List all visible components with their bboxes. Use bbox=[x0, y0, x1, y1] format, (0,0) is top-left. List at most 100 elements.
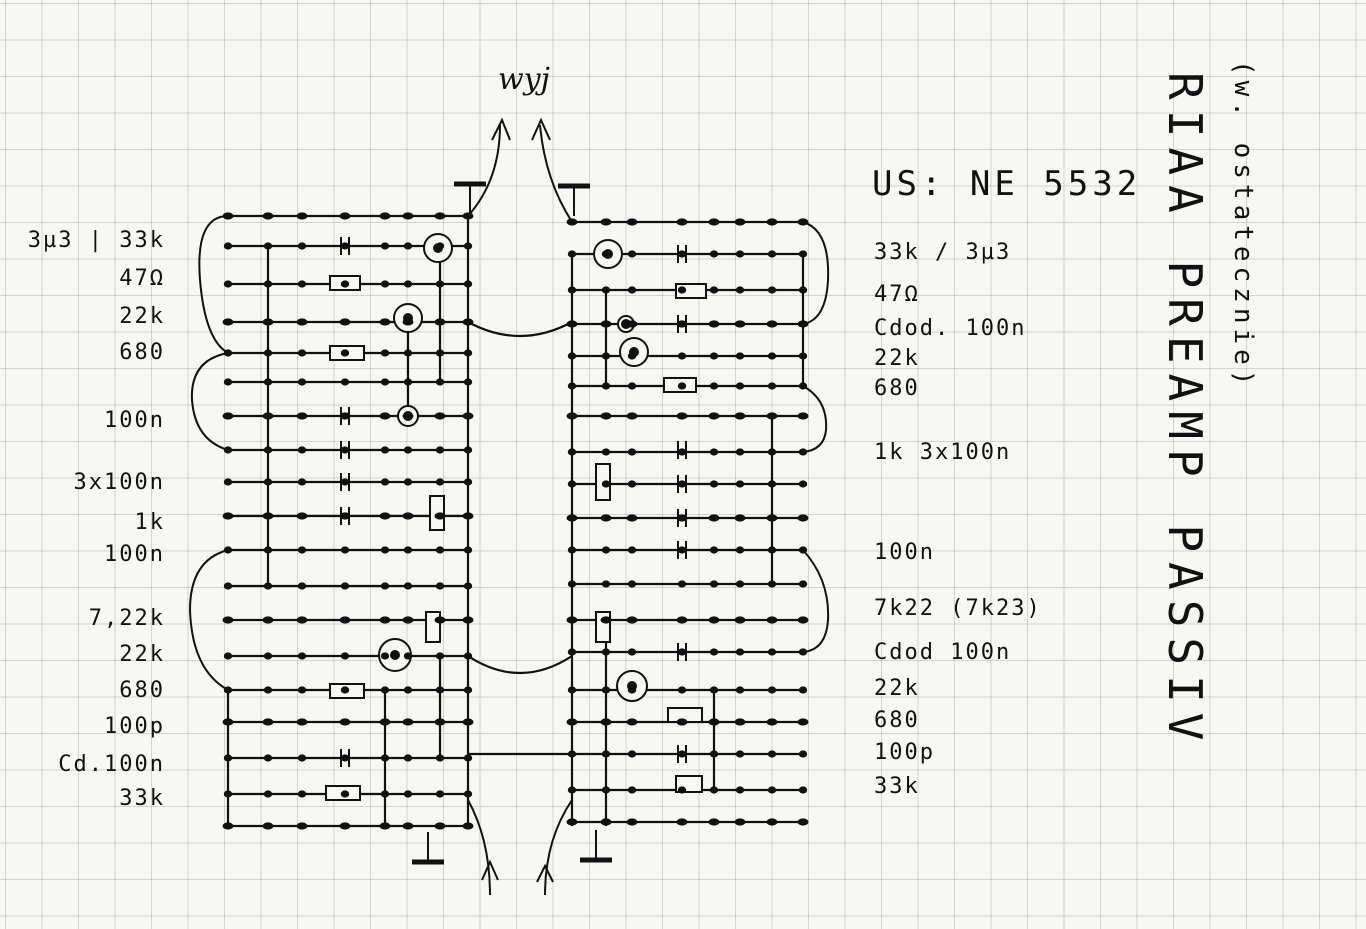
right-solder-point bbox=[767, 580, 777, 588]
right-solder-point bbox=[601, 250, 611, 258]
right-solder-point bbox=[735, 382, 745, 390]
left-solder-point bbox=[462, 616, 474, 624]
output-arrow-left bbox=[491, 117, 511, 141]
right-solder-point bbox=[601, 686, 611, 694]
right-solder-point bbox=[709, 750, 719, 758]
right-solder-point bbox=[767, 286, 777, 294]
right-solder-point bbox=[677, 546, 687, 554]
left-solder-point bbox=[263, 478, 273, 486]
right-solder-point bbox=[601, 750, 611, 758]
left-solder-point bbox=[403, 349, 413, 357]
right-solder-point bbox=[627, 448, 637, 456]
right-solder-point bbox=[709, 786, 719, 794]
left-solder-point bbox=[223, 790, 233, 798]
left-solder-point bbox=[297, 280, 307, 288]
left-solder-point bbox=[263, 582, 273, 590]
right-solder-point bbox=[767, 786, 777, 794]
right-solder-point bbox=[601, 352, 611, 360]
right-solder-point bbox=[708, 514, 720, 522]
output-wire-right bbox=[539, 124, 573, 223]
right-solder-point bbox=[735, 580, 745, 588]
left-solder-point bbox=[463, 478, 473, 486]
left-solder-point bbox=[340, 686, 350, 694]
right-label-9: Cdod 100n bbox=[874, 640, 1012, 665]
left-label-13: Cd.100n bbox=[58, 752, 165, 777]
right-solder-point bbox=[677, 480, 687, 488]
left-solder-point bbox=[223, 280, 233, 288]
bridge-wire bbox=[467, 655, 573, 674]
right-solder-point bbox=[627, 750, 637, 758]
right-solder-point bbox=[627, 382, 637, 390]
left-solder-point bbox=[262, 822, 274, 830]
right-solder-point bbox=[677, 580, 687, 588]
left-solder-point bbox=[296, 718, 308, 726]
right-solder-point bbox=[766, 320, 778, 328]
right-solder-point bbox=[626, 616, 638, 624]
right-solder-point bbox=[734, 818, 746, 826]
left-solder-point bbox=[435, 349, 445, 357]
right-solder-point bbox=[708, 616, 720, 624]
right-solder-point bbox=[627, 480, 637, 488]
right-solder-point bbox=[767, 546, 777, 554]
right-solder-point bbox=[677, 686, 687, 694]
left-solder-point bbox=[463, 378, 473, 386]
right-solder-point bbox=[677, 786, 687, 794]
right-solder-point bbox=[676, 320, 688, 328]
left-solder-point bbox=[434, 718, 446, 726]
right-solder-point bbox=[676, 718, 688, 726]
right-solder-point bbox=[627, 580, 637, 588]
right-solder-point bbox=[677, 750, 687, 758]
right-solder-point bbox=[767, 648, 777, 656]
left-solder-point bbox=[379, 212, 391, 220]
right-solder-point bbox=[735, 480, 745, 488]
left-solder-point bbox=[380, 446, 390, 454]
right-solder-point bbox=[767, 352, 777, 360]
right-solder-point bbox=[767, 480, 777, 488]
right-solder-point bbox=[797, 412, 809, 420]
left-solder-point bbox=[340, 242, 350, 250]
right-solder-point bbox=[766, 616, 778, 624]
right-solder-point bbox=[734, 616, 746, 624]
left-solder-point bbox=[339, 412, 351, 420]
left-solder-point bbox=[262, 212, 274, 220]
output-label: wyj bbox=[498, 62, 550, 97]
left-solder-point bbox=[434, 512, 446, 520]
right-solder-point bbox=[798, 686, 808, 694]
right-solder-point bbox=[766, 718, 778, 726]
right-solder-point bbox=[627, 648, 637, 656]
active-device bbox=[616, 670, 648, 702]
left-solder-point bbox=[380, 546, 390, 554]
right-solder-point bbox=[566, 514, 578, 522]
left-solder-point bbox=[379, 616, 391, 624]
output-wire-left bbox=[467, 124, 501, 217]
left-solder-point bbox=[263, 546, 273, 554]
left-solder-point bbox=[223, 478, 233, 486]
left-solder-point bbox=[380, 378, 390, 386]
right-solder-point bbox=[601, 480, 611, 488]
subtitle: (w. ostatecznie) bbox=[1228, 60, 1258, 391]
left-solder-point bbox=[263, 790, 273, 798]
right-solder-point bbox=[601, 786, 611, 794]
active-device bbox=[393, 303, 423, 333]
right-solder-point bbox=[797, 514, 809, 522]
left-solder-point bbox=[403, 546, 413, 554]
left-solder-point bbox=[462, 412, 474, 420]
right-solder-point bbox=[709, 546, 719, 554]
left-solder-point bbox=[340, 478, 350, 486]
right-solder-point bbox=[797, 218, 809, 226]
left-solder-point bbox=[340, 349, 350, 357]
left-label-6: 3x100n bbox=[73, 470, 165, 495]
left-solder-point bbox=[296, 822, 308, 830]
right-solder-point bbox=[735, 250, 745, 258]
left-label-12: 100p bbox=[104, 714, 165, 739]
right-solder-point bbox=[798, 448, 808, 456]
left-solder-point bbox=[340, 582, 350, 590]
right-solder-point bbox=[627, 686, 637, 694]
left-solder-point bbox=[339, 512, 351, 520]
left-solder-point bbox=[379, 412, 391, 420]
left-solder-point bbox=[403, 378, 413, 386]
solder-points bbox=[222, 212, 809, 830]
right-solder-point bbox=[734, 412, 746, 420]
right-solder-point bbox=[626, 818, 638, 826]
left-solder-point bbox=[297, 754, 307, 762]
